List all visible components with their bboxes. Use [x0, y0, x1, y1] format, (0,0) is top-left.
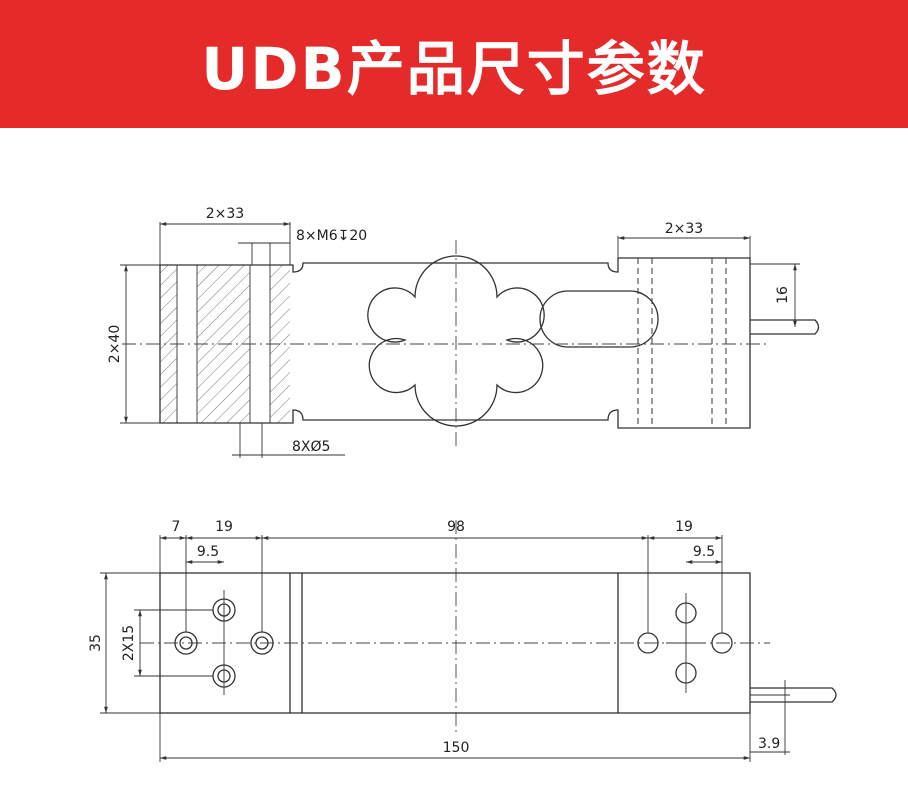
dim-height: 2×40 — [107, 325, 123, 363]
dim-left-span: 2×33 — [206, 206, 244, 222]
top-view-cable — [750, 319, 820, 335]
dim-thread: 8×M6↧20 — [296, 228, 367, 244]
dim-left-pitch: 19 — [215, 519, 233, 535]
dim-holes: 8XØ5 — [292, 439, 330, 455]
dim-cable-offset: 3.9 — [758, 736, 780, 752]
dim-left-half: 9.5 — [197, 544, 219, 560]
dim-length: 150 — [443, 740, 470, 756]
dim-width: 35 — [88, 634, 104, 652]
dim-cable: 16 — [775, 286, 791, 304]
top-view: 2×33 8×M6↧20 2×33 2×40 16 8XØ5 — [107, 206, 820, 458]
page-title: UDB产品尺寸参数 — [201, 35, 707, 103]
bottom-view-cable — [750, 687, 837, 703]
top-view-outline — [159, 257, 751, 429]
dim-center: 98 — [447, 519, 465, 535]
right-hole-group — [637, 593, 733, 693]
left-hole-group — [174, 590, 274, 695]
top-view-slot — [539, 290, 659, 348]
bottom-view: 7 19 9.5 98 19 9.5 35 2X15 150 — [88, 519, 837, 762]
dim-right-pitch: 19 — [675, 519, 693, 535]
dim-edge: 7 — [172, 519, 181, 535]
dim-right-span: 2×33 — [665, 221, 703, 237]
title-banner: UDB产品尺寸参数 — [0, 0, 908, 128]
top-view-clover-cutout — [367, 255, 545, 427]
dim-right-half: 9.5 — [693, 544, 715, 560]
dim-vertical-pitch: 2X15 — [121, 625, 137, 661]
